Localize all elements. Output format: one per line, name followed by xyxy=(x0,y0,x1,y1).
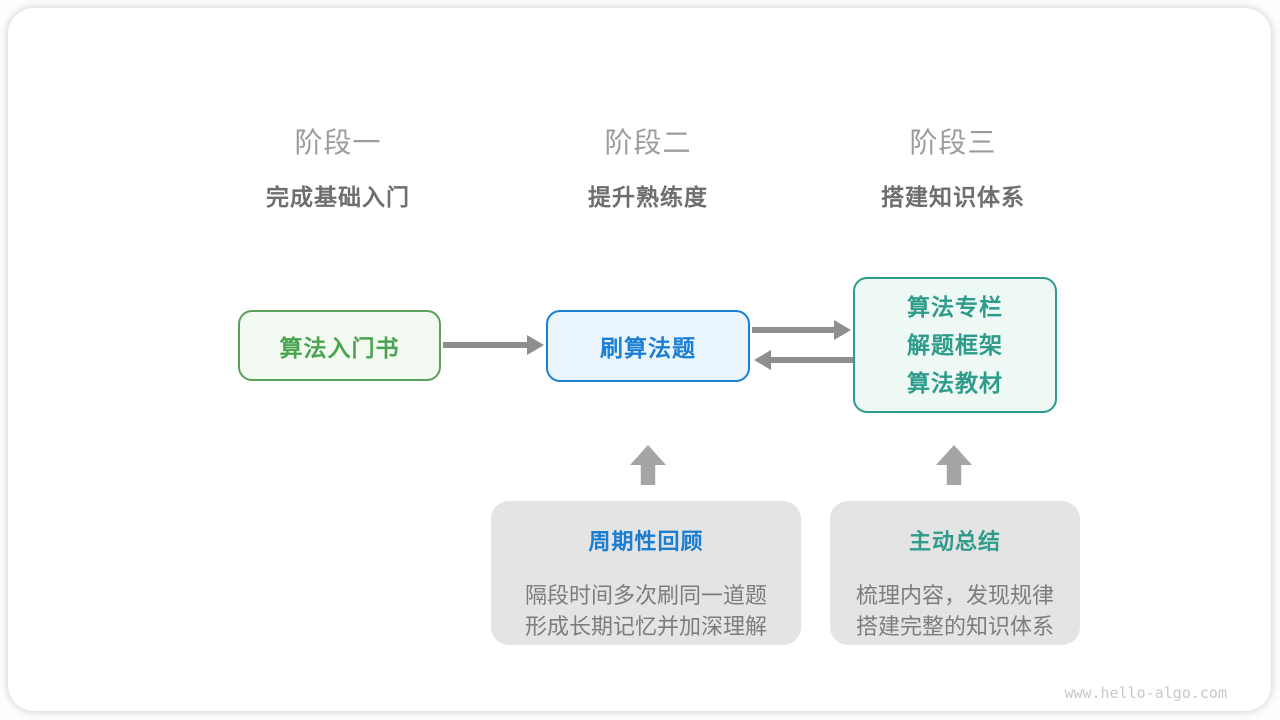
stage-2-header: 阶段二 提升熟练度 xyxy=(488,126,808,212)
arrow-left-icon xyxy=(754,350,853,370)
arrow-up-icon xyxy=(936,445,972,485)
note-body-line: 搭建完整的知识体系 xyxy=(855,614,1054,639)
note-periodic-review: 周期性回顾 隔段时间多次刷同一道题 形成长期记忆并加深理解 xyxy=(491,501,801,645)
watermark-url: www.hello-algo.com xyxy=(1064,684,1227,702)
arrow-right-icon xyxy=(752,320,851,340)
node-resources-line-2: 解题框架 xyxy=(907,332,1003,358)
arrow-up-icon xyxy=(630,445,666,485)
diagram-card: 阶段一 完成基础入门 阶段二 提升熟练度 阶段三 搭建知识体系 算法入门书 刷算… xyxy=(8,8,1271,711)
node-practice-problems-label: 刷算法题 xyxy=(600,335,696,361)
arrow-shaft xyxy=(771,357,853,363)
note-active-summary-body: 梳理内容，发现规律 搭建完整的知识体系 xyxy=(856,580,1054,642)
node-resources-line-1: 算法专栏 xyxy=(907,294,1003,320)
node-intro-book-label: 算法入门书 xyxy=(279,334,400,361)
note-active-summary-title: 主动总结 xyxy=(908,529,1001,554)
arrow-head-right xyxy=(527,335,544,355)
stage-3-label: 阶段三 xyxy=(909,127,997,158)
note-body-line: 梳理内容，发现规律 xyxy=(855,583,1054,608)
note-body-line: 形成长期记忆并加深理解 xyxy=(524,614,767,639)
stage-2-label: 阶段二 xyxy=(604,127,692,158)
node-intro-book: 算法入门书 xyxy=(238,310,441,381)
stage-3-header: 阶段三 搭建知识体系 xyxy=(793,126,1113,212)
arrow-head-right xyxy=(834,320,851,340)
arrow-shaft xyxy=(443,342,527,348)
arrow-head-left xyxy=(754,350,771,370)
stage-1-label: 阶段一 xyxy=(294,127,382,158)
node-practice-problems: 刷算法题 xyxy=(546,310,750,382)
stage-3-subtitle: 搭建知识体系 xyxy=(881,184,1025,210)
stage-1-subtitle: 完成基础入门 xyxy=(266,184,410,210)
note-periodic-review-title: 周期性回顾 xyxy=(588,529,704,554)
node-resources-line-3: 算法教材 xyxy=(907,370,1003,396)
note-body-line: 隔段时间多次刷同一道题 xyxy=(524,583,767,608)
node-advanced-resources: 算法专栏 解题框架 算法教材 xyxy=(853,277,1057,413)
arrow-right-icon xyxy=(443,335,544,355)
arrow-shaft xyxy=(752,327,834,333)
note-active-summary: 主动总结 梳理内容，发现规律 搭建完整的知识体系 xyxy=(830,501,1080,645)
stage-2-subtitle: 提升熟练度 xyxy=(588,184,708,210)
note-periodic-review-body: 隔段时间多次刷同一道题 形成长期记忆并加深理解 xyxy=(525,580,767,642)
stage-1-header: 阶段一 完成基础入门 xyxy=(178,126,498,212)
